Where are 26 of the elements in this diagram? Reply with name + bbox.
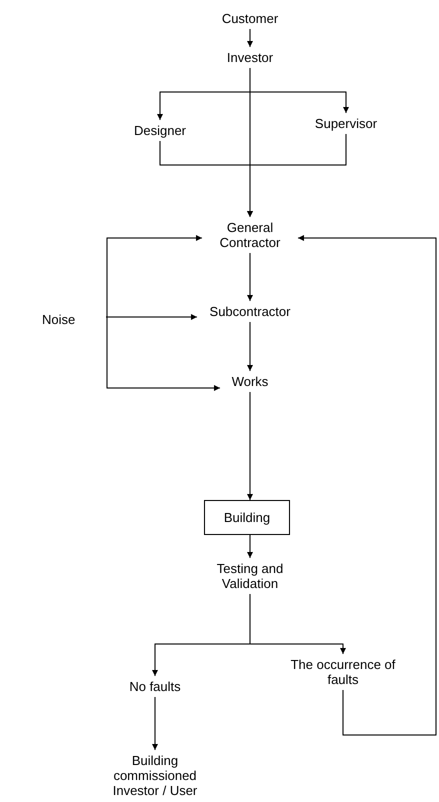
arrow bbox=[298, 235, 436, 736]
node-text: Designer bbox=[122, 120, 198, 141]
node-text: Subcontractor bbox=[197, 301, 303, 322]
arrow bbox=[247, 134, 346, 218]
node-text: Noise bbox=[40, 309, 106, 330]
node-text: Building commissioned Investor / User bbox=[105, 750, 205, 801]
node-text: No faults bbox=[115, 676, 195, 697]
node-text: Investor bbox=[215, 47, 285, 68]
node-text: The occurrence of faults bbox=[287, 654, 399, 690]
arrow bbox=[106, 235, 202, 318]
arrow bbox=[247, 534, 253, 558]
node-text: Works bbox=[220, 371, 280, 392]
node-text: Customer bbox=[210, 8, 290, 29]
node-text: Testing and Validation bbox=[200, 558, 300, 594]
arrow bbox=[247, 392, 253, 500]
node-text: Supervisor bbox=[303, 113, 389, 134]
box-label: Building bbox=[222, 510, 272, 525]
node-text: General Contractor bbox=[202, 217, 298, 253]
arrow bbox=[152, 696, 158, 750]
process-box bbox=[204, 500, 290, 535]
arrow bbox=[247, 322, 253, 372]
arrow bbox=[250, 594, 346, 654]
arrow bbox=[247, 252, 253, 302]
arrow bbox=[106, 314, 198, 320]
arrow bbox=[247, 28, 253, 48]
arrow bbox=[106, 316, 220, 391]
